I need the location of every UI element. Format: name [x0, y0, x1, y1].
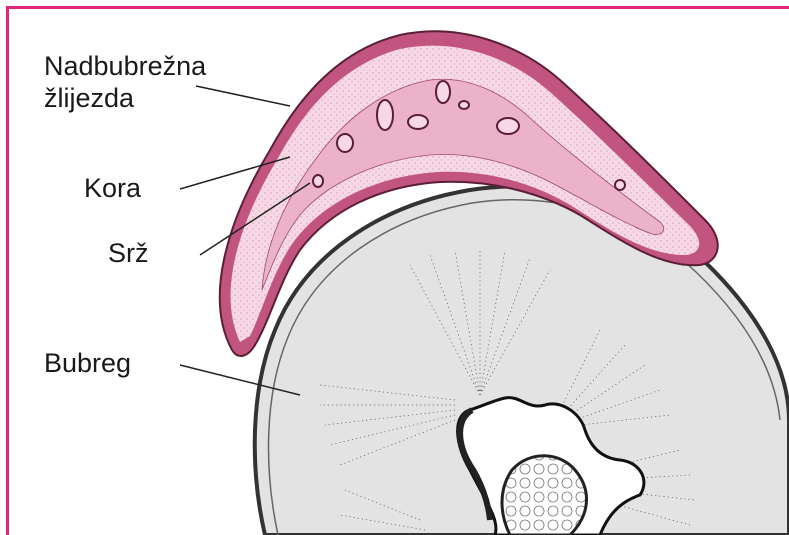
renal-pelvis	[502, 456, 586, 535]
label-adrenal-gland-line2: žlijezda	[44, 83, 134, 113]
label-kidney: Bubreg	[44, 348, 131, 378]
label-adrenal-gland-line1: Nadbubrežna	[44, 51, 206, 81]
label-medulla: Srž	[108, 238, 149, 268]
label-cortex: Kora	[84, 173, 141, 203]
leader-adrenal	[196, 86, 290, 106]
